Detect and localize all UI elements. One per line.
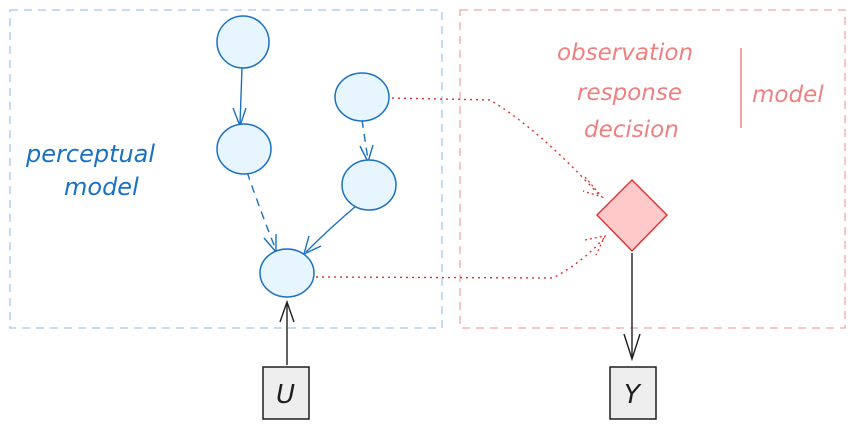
edge-node1-to-node2 [239, 67, 243, 125]
perceptual-node-4 [341, 159, 397, 211]
perceptual-nodes [216, 15, 397, 298]
input-variable-label: U [276, 380, 295, 410]
edge-node2-to-node5-arrowhead [263, 234, 277, 254]
edge-node3-to-decision [391, 97, 601, 197]
perceptual-node-1 [216, 15, 270, 69]
output-variable-label: Y [624, 380, 642, 410]
output-variable-box [609, 366, 657, 420]
input-variable-box [262, 366, 310, 420]
edge-node5-to-decision [315, 237, 605, 279]
edge-node5-to-decision-arrowhead [584, 235, 607, 256]
decision-label: decision [584, 117, 679, 143]
perceptual-model-region: perceptual model [9, 9, 443, 329]
input-arrow-head [279, 299, 295, 323]
decision-node [596, 179, 668, 253]
perceptual-node-5 [259, 248, 315, 298]
edge-node2-to-node5 [246, 171, 277, 251]
edge-node3-to-decision-arrowhead [582, 176, 604, 199]
edge-node3-to-node4 [361, 119, 369, 161]
response-label: response [577, 80, 682, 106]
perceptual-model-label-line1: perceptual [25, 140, 155, 168]
observation-label: observation [557, 40, 693, 66]
output-variable: Y [609, 253, 657, 420]
observation-model-border [459, 9, 846, 329]
observation-edges [315, 97, 607, 279]
edge-node4-to-node5 [305, 205, 357, 253]
output-arrow-head [623, 333, 641, 362]
perceptual-model-border [9, 9, 443, 329]
perceptual-node-2 [216, 123, 272, 175]
input-variable: U [262, 299, 310, 420]
model-side-label: model [752, 82, 824, 108]
perceptual-node-3 [334, 72, 390, 122]
observation-model-region: observation response decision model [459, 9, 846, 329]
perceptual-model-label-line2: model [64, 173, 139, 201]
